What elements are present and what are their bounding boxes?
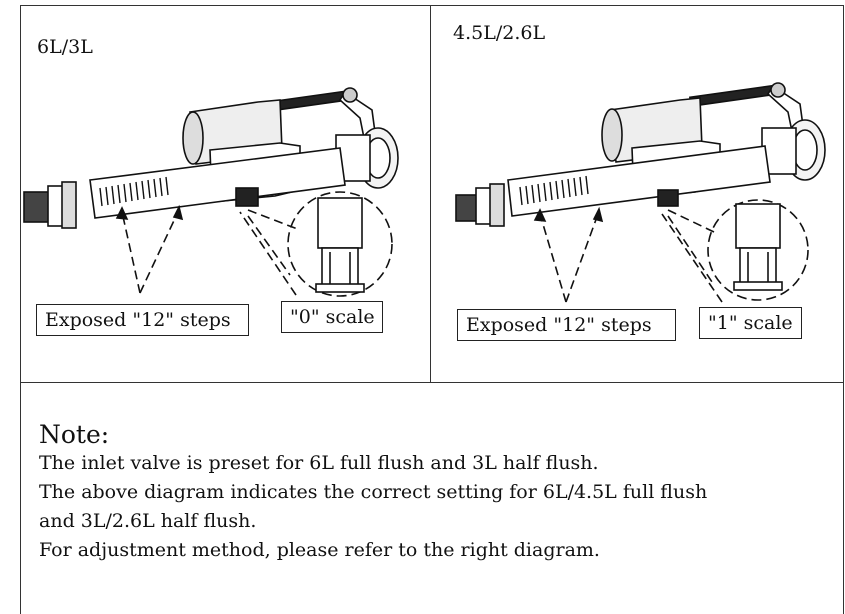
panel-divider-vertical — [430, 5, 431, 382]
inlet-valve-drawing-left — [23, 87, 399, 297]
note-line-2: The above diagram indicates the correct … — [39, 481, 708, 503]
inlet-valve-drawing-right — [455, 82, 826, 303]
panel-left-title: 6L/3L — [37, 36, 93, 58]
diagram-frame — [20, 5, 844, 614]
panel-right-title: 4.5L/2.6L — [453, 22, 546, 44]
callout-left-zero-scale: "0" scale — [281, 301, 383, 333]
note-line-3: and 3L/2.6L half flush. — [39, 510, 257, 532]
note-line-1: The inlet valve is preset for 6L full fl… — [39, 452, 599, 474]
note-title: Note: — [39, 420, 110, 449]
panel-divider-horizontal — [20, 382, 844, 383]
callout-right-exposed-steps: Exposed "12" steps — [457, 309, 676, 341]
callout-left-exposed-steps: Exposed "12" steps — [36, 304, 249, 336]
note-line-4: For adjustment method, please refer to t… — [39, 539, 600, 561]
callout-right-one-scale: "1" scale — [699, 307, 802, 339]
